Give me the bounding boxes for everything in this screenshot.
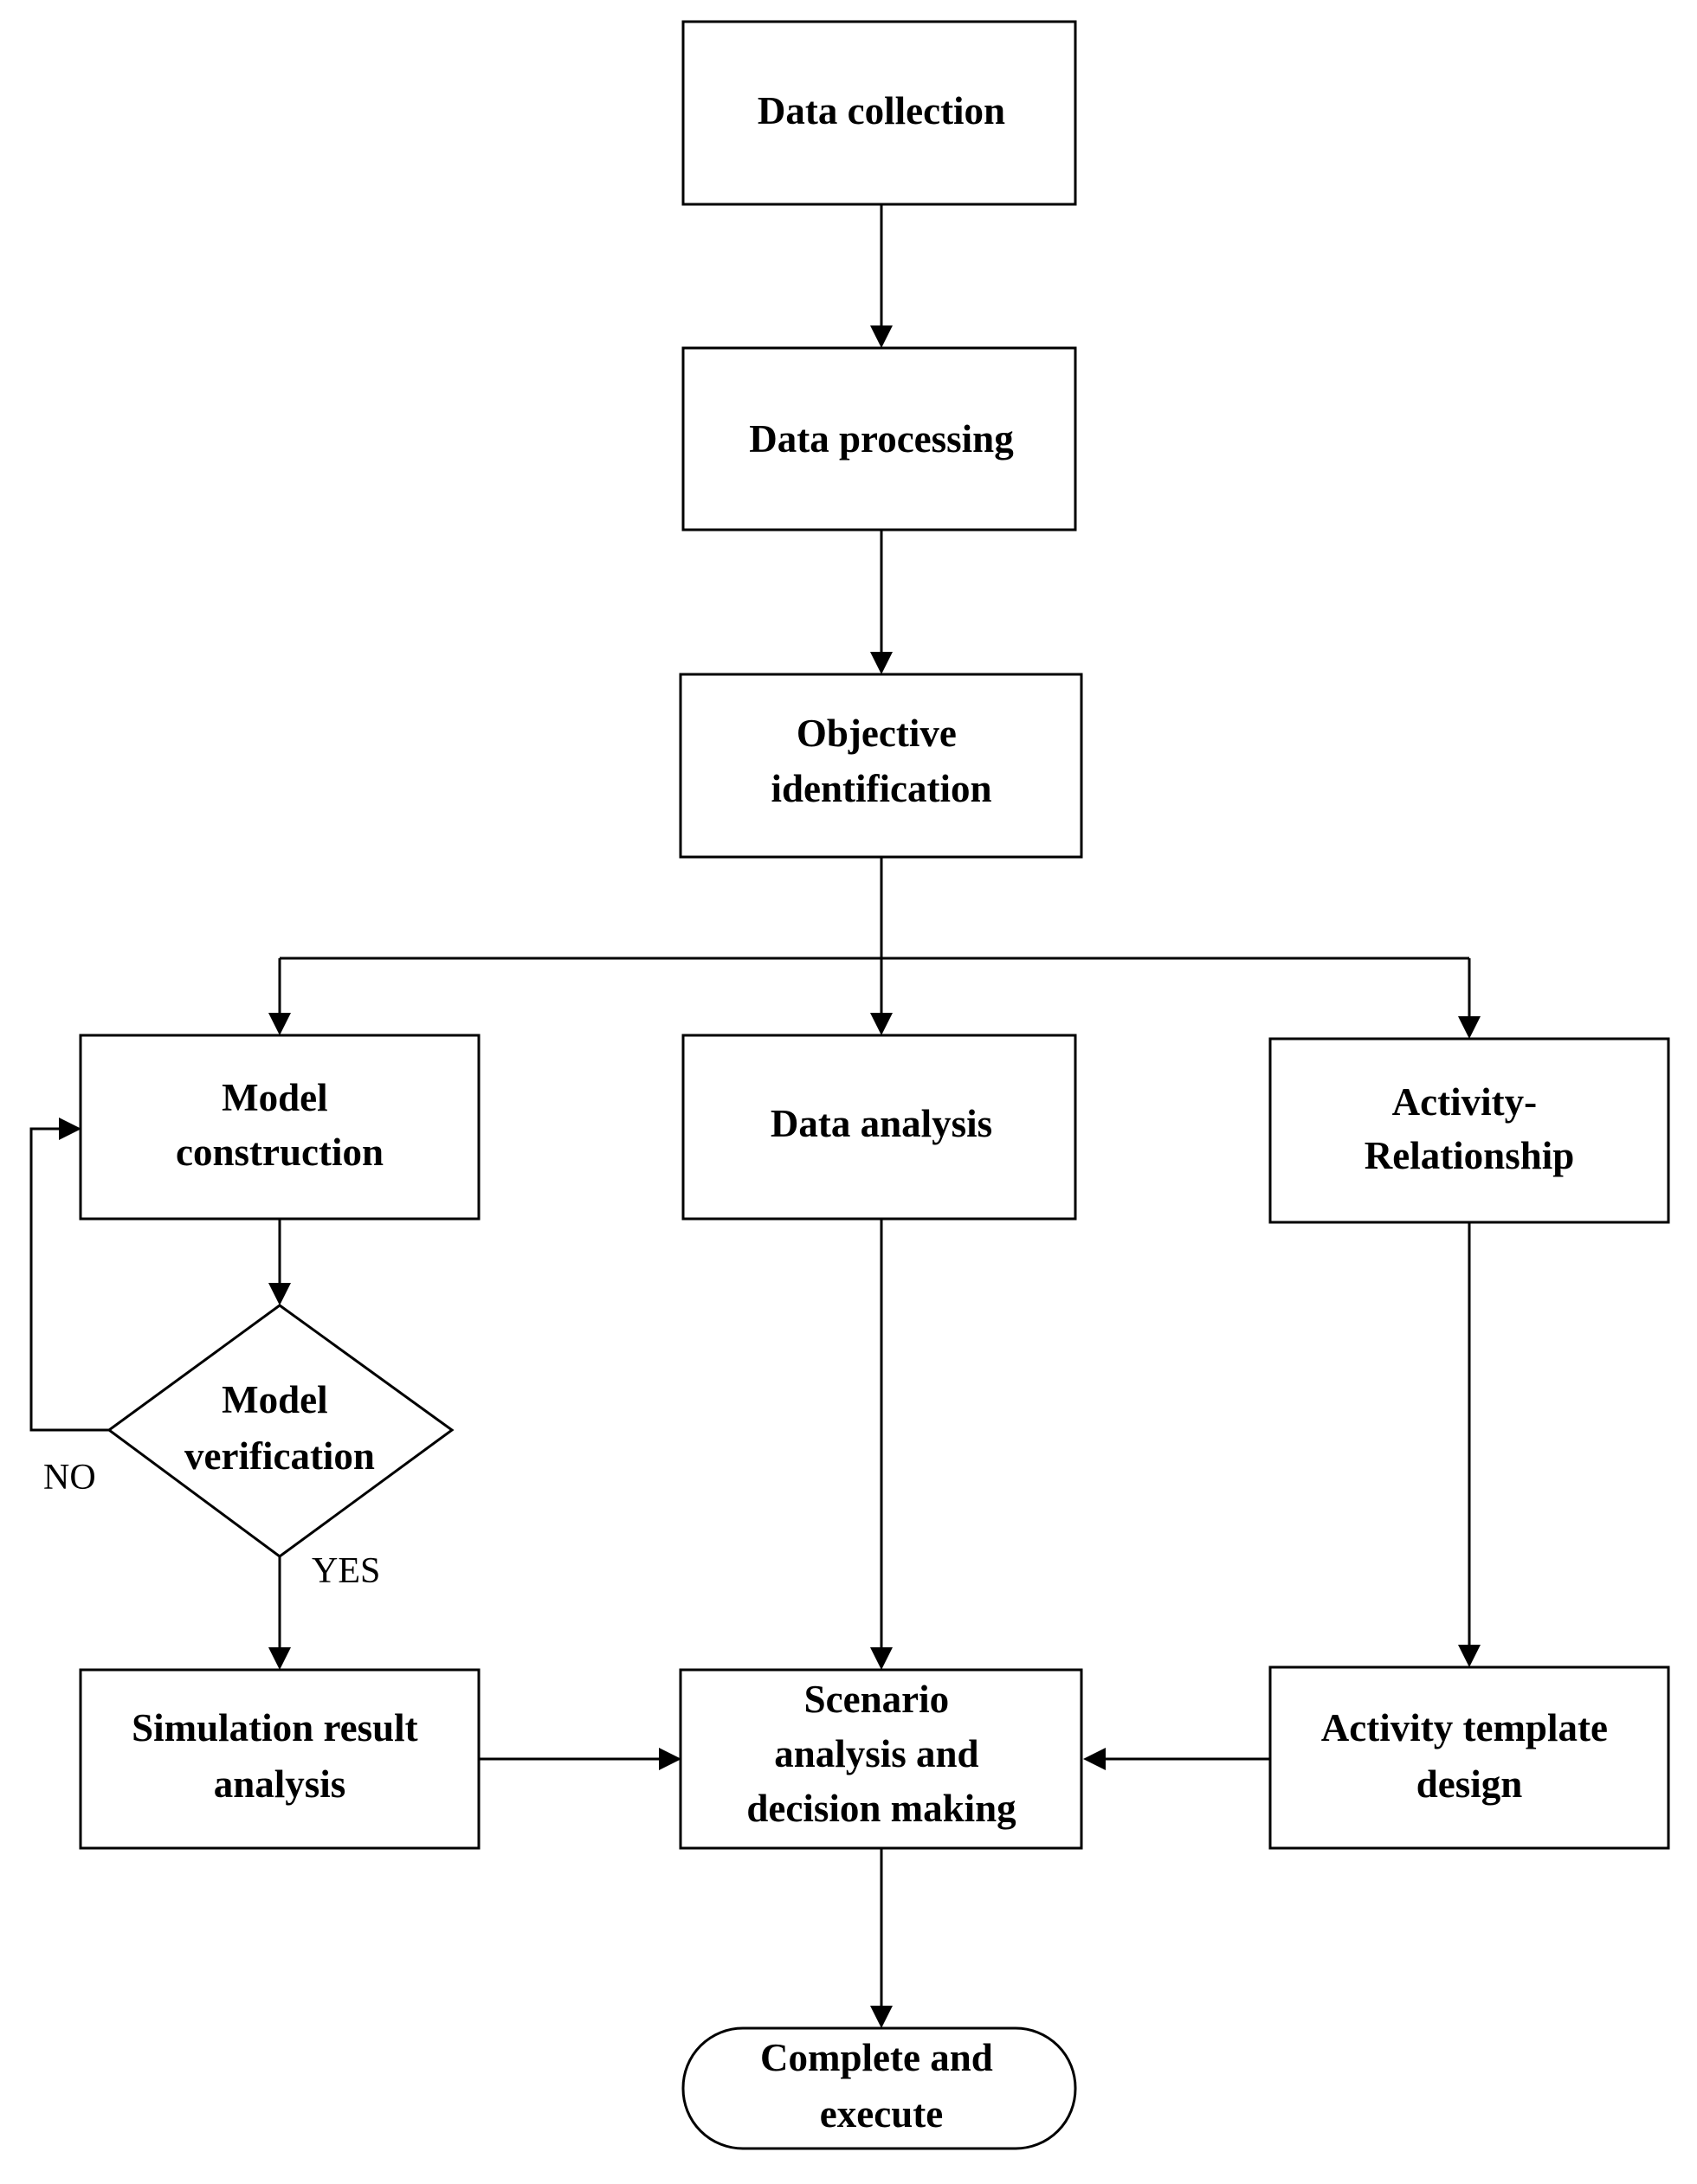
svg-text:Data processing: Data processing bbox=[749, 417, 1014, 461]
node-label-line: execute bbox=[820, 2092, 943, 2136]
node-label-line: Activity template bbox=[1321, 1706, 1608, 1749]
node-label-line: construction bbox=[176, 1131, 384, 1174]
node-label-line: Model bbox=[222, 1378, 327, 1421]
svg-text:Complete and execute: Complete and execute bbox=[760, 2036, 1003, 2136]
svg-text:Simulation result analys: Simulation result analysis bbox=[132, 1706, 428, 1806]
arrowhead-icon bbox=[870, 1647, 893, 1670]
arrowhead-icon bbox=[870, 1013, 893, 1035]
node-label-line: Data processing bbox=[749, 417, 1014, 461]
node-label-line: design bbox=[1416, 1762, 1523, 1806]
edge-no-loop bbox=[29, 1127, 109, 1432]
arrowhead-icon bbox=[1458, 1645, 1481, 1667]
arrowhead-icon bbox=[268, 1283, 291, 1305]
svg-text:Model construction: Model construction bbox=[176, 1076, 384, 1174]
node-complete-and-execute: Complete and execute bbox=[681, 2026, 1077, 2150]
node-model-construction: Model construction bbox=[79, 1034, 481, 1221]
arrowhead-icon bbox=[59, 1118, 81, 1140]
node-label-line: analysis bbox=[214, 1762, 346, 1806]
arrowhead-icon bbox=[870, 652, 893, 674]
node-label-line: Model bbox=[222, 1076, 327, 1119]
node-model-verification: Model verification bbox=[106, 1304, 455, 1558]
arrowhead-icon bbox=[268, 1647, 291, 1670]
svg-text:Activity template design: Activity template design bbox=[1321, 1706, 1617, 1806]
node-label-line: Complete and bbox=[760, 2036, 993, 2079]
svg-text:Model verification: Model verification bbox=[184, 1378, 375, 1478]
arrowhead-icon bbox=[870, 2006, 893, 2028]
arrowhead-icon bbox=[659, 1748, 681, 1770]
arrowhead-icon bbox=[268, 1013, 291, 1035]
node-label-line: analysis and bbox=[774, 1732, 978, 1775]
arrowhead-icon bbox=[1458, 1016, 1481, 1039]
arrowhead-icon bbox=[1083, 1748, 1106, 1770]
node-scenario-analysis: Scenario analysis and decision making bbox=[679, 1668, 1083, 1850]
edge-label-no: NO bbox=[43, 1458, 96, 1498]
node-activity-template-design: Activity template design bbox=[1268, 1665, 1670, 1850]
edge-label-yes: YES bbox=[312, 1551, 380, 1591]
node-label-line: identification bbox=[771, 767, 992, 810]
svg-text:Objective identification: Objective identification bbox=[771, 712, 992, 810]
node-simulation-result-analysis: Simulation result analysis bbox=[79, 1668, 481, 1850]
node-label-line: Simulation result bbox=[132, 1706, 417, 1749]
node-label-line: Scenario bbox=[804, 1678, 949, 1721]
node-data-collection: Data collection bbox=[681, 20, 1077, 206]
node-objective-identification: Objective identification bbox=[679, 673, 1083, 859]
node-label-line: verification bbox=[184, 1434, 375, 1478]
node-activity-relationship: Activity- Relationship bbox=[1268, 1037, 1670, 1224]
node-data-processing: Data processing bbox=[681, 346, 1077, 532]
node-label-line: decision making bbox=[746, 1787, 1016, 1830]
connectors bbox=[29, 204, 1481, 2028]
svg-text:Data collection: Data collection bbox=[758, 89, 1005, 132]
node-label-line: Relationship bbox=[1365, 1134, 1575, 1177]
node-label-line: Activity- bbox=[1392, 1080, 1537, 1124]
node-label-line: Data collection bbox=[758, 89, 1005, 132]
node-label-line: Data analysis bbox=[771, 1102, 992, 1145]
svg-text:Data analysis: Data analysis bbox=[771, 1102, 992, 1145]
svg-text:Scenario analysis and: Scenario analysis and decision making bbox=[746, 1678, 1016, 1830]
svg-text:Activity- Relationship: Activity- Relationship bbox=[1365, 1080, 1575, 1177]
node-label-line: Objective bbox=[797, 712, 957, 755]
arrowhead-icon bbox=[870, 325, 893, 348]
node-data-analysis: Data analysis bbox=[681, 1034, 1077, 1221]
